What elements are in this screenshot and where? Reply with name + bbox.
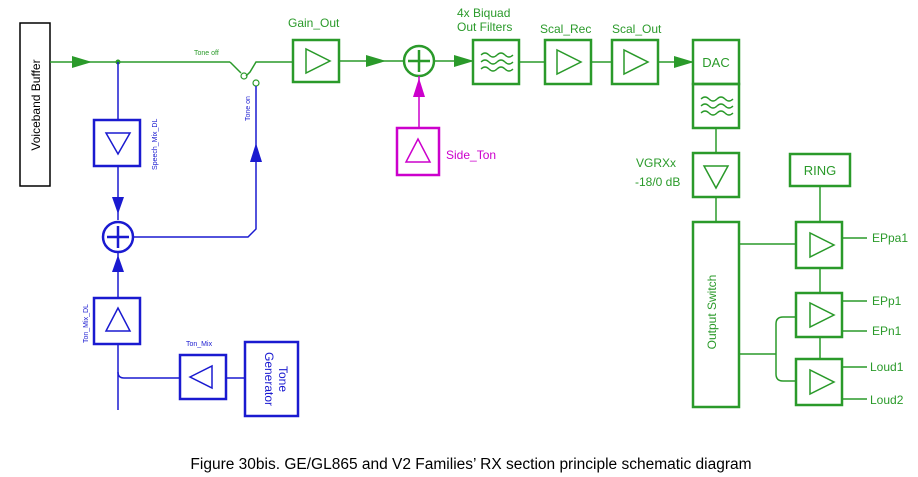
ton-mix-dl-label: Ton_Mix_DL: [83, 304, 90, 343]
vgrxx-box: [691, 151, 741, 199]
biquad-label-line1: 4x Biquad: [457, 6, 510, 20]
gain-out-arrow: [366, 55, 386, 67]
dac-filter-icon: [700, 96, 734, 116]
tone-generator-label-line1: Tone: [276, 366, 290, 392]
ton-mix-triangle: [188, 364, 213, 390]
speech-path-arrow: [112, 197, 124, 214]
loud-amp-box: [794, 357, 844, 407]
vgrxx-label-line1: VGRXx: [636, 156, 676, 170]
lower-amps-bus-top: [775, 316, 796, 354]
epp1-amp-triangle: [809, 301, 836, 329]
output-switch-label: Output Switch: [705, 275, 719, 350]
figure-caption: Figure 30bis. GE/GL865 and V2 Families’ …: [190, 456, 751, 473]
ton-mix-dl-box: [92, 296, 142, 346]
ton-mix-dl-arrow: [112, 255, 124, 272]
output-label-eppa1: EPpa1: [872, 231, 908, 245]
ring-label: RING: [804, 163, 837, 178]
output-label-loud2: Loud2: [870, 393, 904, 407]
side-ton-triangle: [404, 137, 432, 163]
speech-mix-dl-label: Speech_Mix_DL: [152, 119, 159, 170]
ton-mix-dl-triangle: [104, 306, 132, 332]
voiceband-buffer-box: [19, 22, 51, 187]
eppa1-amp-box: [794, 220, 844, 270]
biquad-label-line2: Out Filters: [457, 20, 512, 34]
gain-out-label: Gain_Out: [288, 16, 340, 30]
scal-rec-label: Scal_Rec: [540, 22, 591, 36]
lower-amps-bus-bottom: [775, 354, 796, 382]
scal-rec-box: [543, 38, 593, 86]
gain-out-box: [291, 38, 341, 84]
switch-to-gain-line: [245, 61, 293, 77]
gain-out-triangle: [305, 47, 332, 75]
output-switch-box: [691, 220, 741, 409]
tone-mixer-output-arrow: [250, 143, 262, 162]
epp1-amp-box: [794, 291, 844, 339]
side-ton-arrow: [413, 78, 425, 97]
vgrxx-triangle: [702, 165, 730, 190]
speech-mix-dl-box: [92, 118, 142, 168]
vgrxx-label-line2: -18/0 dB: [635, 175, 680, 189]
speech-mix-dl-triangle: [104, 132, 132, 156]
scal-out-arrow: [674, 56, 694, 68]
side-ton-box: [395, 126, 441, 177]
tone-generator-label-line2: Generator: [262, 352, 276, 406]
side-ton-label: Side_Ton: [446, 148, 496, 162]
biquad-filter-icon: [480, 52, 514, 72]
eppa1-amp-triangle: [809, 231, 836, 259]
voiceband-buffer-label: Voiceband Buffer: [29, 59, 43, 150]
tone-on-label: Tone on: [245, 96, 252, 121]
ton-mix-branch-line: [117, 371, 180, 379]
scal-out-box: [610, 38, 660, 86]
tone-off-label: Tone off: [194, 50, 219, 57]
scal-out-triangle: [623, 48, 650, 76]
ton-mix-box: [178, 353, 228, 401]
scal-out-label: Scal_Out: [612, 22, 662, 36]
output-label-loud1: Loud1: [870, 360, 904, 374]
scal-rec-triangle: [556, 48, 583, 76]
switch-lever: [229, 61, 242, 74]
buffer-output-arrow: [72, 56, 92, 68]
output-label-epp1: EPp1: [872, 294, 902, 308]
tone-generator-box: [243, 340, 300, 418]
ton-mix-label: Ton_Mix: [186, 341, 213, 348]
dac-label: DAC: [702, 55, 729, 70]
sidetone-sum-arrow: [454, 55, 474, 67]
loud-amp-triangle: [809, 368, 836, 396]
switch-contact-right: [252, 79, 260, 87]
output-label-epn1: EPn1: [872, 324, 902, 338]
